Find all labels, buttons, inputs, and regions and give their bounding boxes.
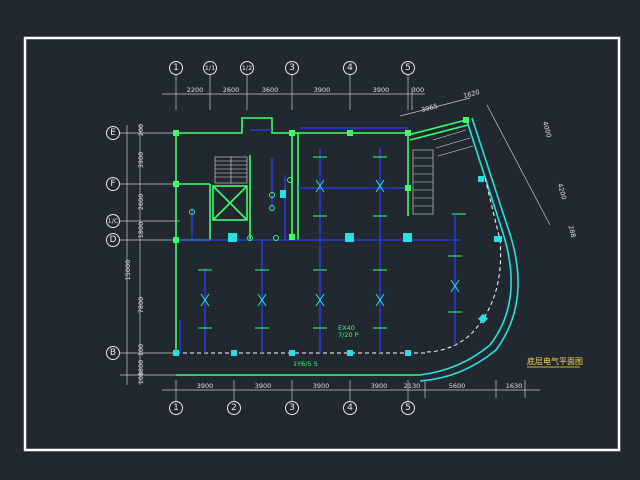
- dim-left-0: 200: [137, 124, 145, 136]
- dimension-lines: [120, 75, 551, 402]
- axis-bubble-top-4: [343, 61, 357, 75]
- exhaust-fan-symbols: [200, 179, 460, 307]
- axis-bubble-bottom-0: [169, 401, 183, 415]
- dim-top-angled-0: 3965: [420, 102, 438, 114]
- light-fixtures: [198, 156, 466, 329]
- dim-bottom-3: 3900: [371, 382, 388, 390]
- bottom-columns: [173, 176, 502, 356]
- dim-left-1: 3900: [137, 152, 145, 169]
- axis-bubble-top-3: [285, 61, 299, 75]
- dim-left-8: 100: [137, 372, 145, 384]
- dim-top-2: 3600: [262, 86, 279, 94]
- axis-bubble-left-2: [106, 214, 120, 228]
- axis-label-bottom-1: 2: [231, 403, 237, 413]
- dim-top-0: 2200: [187, 86, 204, 94]
- axis-label-top-2: 1/2: [242, 64, 252, 72]
- axis-bubble-bottom-2: [285, 401, 299, 415]
- axis-label-top-3: 3: [289, 63, 295, 73]
- axis-bubble-left-0: [106, 126, 120, 140]
- drawing-title: 底层电气平面图: [527, 356, 583, 366]
- dim-bottom-1: 3900: [255, 382, 272, 390]
- axis-label-top-1: 1/1: [205, 64, 215, 72]
- column-markers: [173, 117, 469, 243]
- small-switches: [189, 177, 293, 241]
- curved-facade: [419, 117, 519, 382]
- axis-bubble-bottom-4: [401, 401, 415, 415]
- dim-left-3: 1800: [137, 222, 145, 239]
- axis-label-left-1: F: [110, 179, 115, 189]
- axis-label-top-4: 4: [347, 63, 353, 73]
- dim-top-1: 2600: [223, 86, 240, 94]
- dim-right-angled-2: 288: [566, 224, 577, 238]
- axis-label-top-0: 1: [173, 63, 179, 73]
- curved-dashed-circuit: [424, 177, 502, 353]
- dim-left-4: 15000: [124, 260, 132, 281]
- panel-a-label: EX40: [338, 324, 355, 332]
- stair-left: [214, 156, 248, 184]
- axis-label-bottom-3: 4: [347, 403, 353, 413]
- axis-bubble-top-5: [401, 61, 415, 75]
- dim-bottom-0: 3900: [197, 382, 214, 390]
- stair-right: [412, 129, 474, 215]
- axis-label-left-2: 1/C: [108, 217, 119, 225]
- axis-label-left-0: E: [110, 128, 116, 138]
- axis-label-left-4: B: [110, 348, 116, 358]
- axis-label-left-3: D: [110, 235, 117, 245]
- dim-left-7: 1800: [137, 360, 145, 377]
- dim-left-5: 7800: [137, 297, 145, 314]
- dim-bottom-5: 5600: [449, 382, 466, 390]
- dim-top-4: 3900: [373, 86, 390, 94]
- axis-bubble-left-1: [106, 177, 120, 191]
- axis-bubbles-top: 1 1/1 1/2 3 4 5: [169, 61, 415, 75]
- dim-top-3: 3900: [314, 86, 331, 94]
- dim-bottom-2: 3900: [313, 382, 330, 390]
- axis-bubble-left-3: [106, 233, 120, 247]
- dim-right-angled-1: 4200: [556, 182, 568, 200]
- building-walls: [175, 117, 469, 376]
- axis-bubble-bottom-1: [227, 401, 241, 415]
- axis-bubble-top-0: [169, 61, 183, 75]
- axis-label-bottom-0: 1: [173, 403, 179, 413]
- panel-b-label: 1Y6/5 S: [293, 360, 318, 368]
- dim-bottom-4: 2130: [404, 382, 421, 390]
- dim-bottom-6: 1630: [506, 382, 523, 390]
- dim-right-angled-0: 4000: [541, 120, 553, 138]
- dim-top-5: 300: [412, 86, 424, 94]
- axis-bubble-top-2: [240, 61, 254, 75]
- panel-a-sub-label: 7/20 P: [338, 331, 359, 339]
- dim-top-angled-1: 1620: [462, 88, 480, 100]
- axis-bubbles-left: E F 1/C D B: [106, 126, 120, 360]
- axis-bubble-top-1: [203, 61, 217, 75]
- wiring: [176, 127, 460, 353]
- drawing-frame: [23, 36, 621, 452]
- axis-label-bottom-2: 3: [289, 403, 295, 413]
- dimension-labels: 2200 2600 3600 3900 3900 300 3965 1620 3900 3900 3…: [124, 86, 577, 390]
- axis-bubble-left-4: [106, 346, 120, 360]
- axis-label-top-5: 5: [405, 63, 411, 73]
- axis-label-bottom-4: 5: [405, 403, 411, 413]
- dim-left-2: 2600: [137, 194, 145, 211]
- dim-left-6: 100: [137, 344, 145, 356]
- axis-bubble-bottom-3: [343, 401, 357, 415]
- axis-bubbles-bottom: 1 2 3 4 5: [169, 401, 415, 415]
